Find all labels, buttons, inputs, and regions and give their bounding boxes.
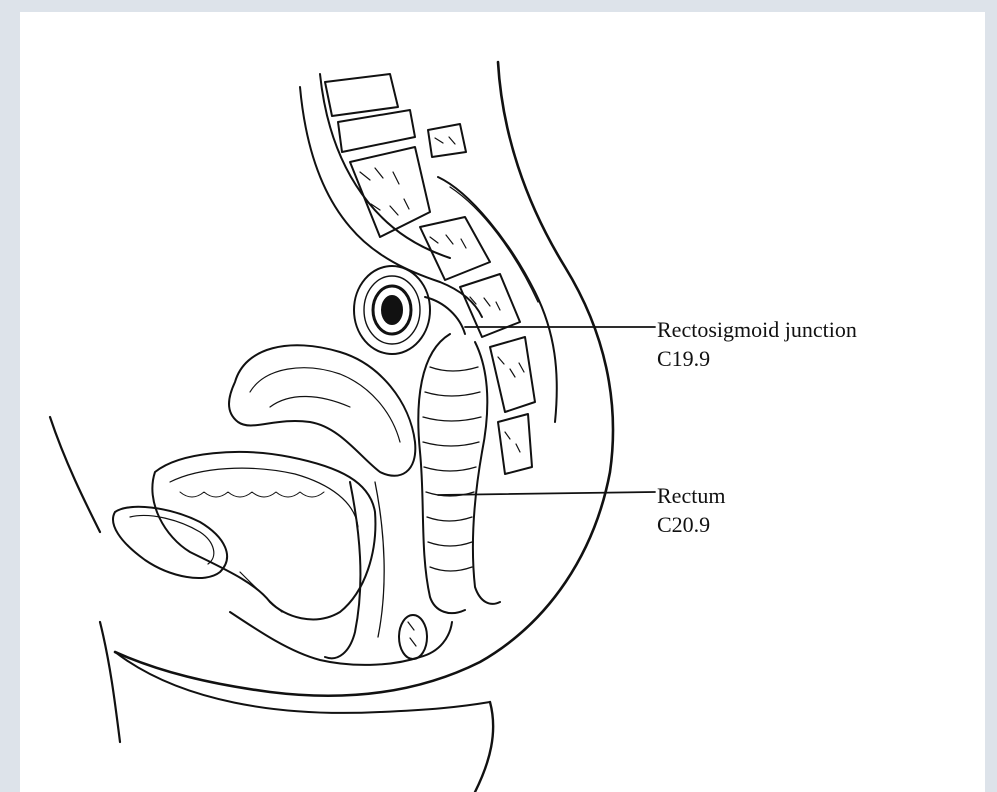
figure-panel: Rectosigmoid junction C19.9 Rectum C20.9 bbox=[20, 12, 985, 792]
bladder bbox=[152, 452, 375, 619]
pelvis-sagittal-illustration bbox=[20, 12, 985, 792]
anal-sphincter bbox=[399, 615, 427, 659]
vaginal-canal bbox=[325, 482, 360, 658]
rectum-label: Rectum C20.9 bbox=[657, 481, 725, 539]
rectosigmoid-label: Rectosigmoid junction C19.9 bbox=[657, 315, 857, 373]
rectum-tube bbox=[418, 334, 500, 613]
spine-front bbox=[300, 87, 482, 317]
back-outline bbox=[115, 62, 613, 696]
buttock-outline bbox=[475, 702, 493, 792]
uterus bbox=[229, 345, 415, 476]
rectosigmoid-code: C19.9 bbox=[657, 344, 857, 373]
rectum-name: Rectum bbox=[657, 481, 725, 510]
pubic-bone bbox=[113, 507, 227, 578]
abdomen-outline bbox=[50, 417, 100, 532]
spine-back bbox=[320, 74, 450, 258]
lower-body-line bbox=[115, 652, 490, 713]
rectosigmoid-name: Rectosigmoid junction bbox=[657, 315, 857, 344]
rectum-code: C20.9 bbox=[657, 510, 725, 539]
small-vertebra bbox=[428, 124, 466, 157]
thigh-outline bbox=[100, 622, 120, 742]
posterior-band bbox=[438, 177, 557, 422]
